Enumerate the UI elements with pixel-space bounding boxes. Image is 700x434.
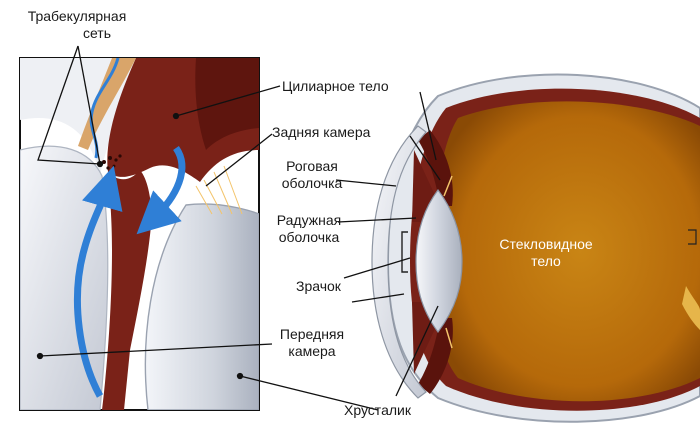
leader-anterior-left (39, 343, 273, 357)
label-trabecular-line2: сеть (82, 25, 112, 41)
leader-ciliary-right (419, 91, 437, 161)
label-anterior-line1: Передняя (279, 326, 345, 342)
label-iris-line2: оболочка (278, 229, 340, 245)
optic-nerve (682, 286, 700, 330)
label-ciliary-body: Цилиарное тело (282, 78, 389, 94)
leader-pupil (343, 257, 411, 279)
leader-dot-trabecular (96, 160, 104, 168)
whole-eye-illustration (371, 73, 700, 423)
label-iris: Радужная оболочка (264, 212, 354, 246)
label-cornea-line2: оболочка (281, 175, 343, 191)
label-trabecular-meshwork: Трабекулярная сеть (2, 8, 152, 42)
ciliary-body (418, 130, 453, 206)
label-vitreous-line2: тело (531, 253, 561, 269)
leader-lines (36, 45, 441, 411)
leader-cornea (335, 179, 397, 187)
label-anterior-line2: камера (288, 343, 336, 359)
label-anterior-chamber: Передняя камера (270, 326, 354, 360)
label-trabecular-line1: Трабекулярная (27, 8, 127, 24)
vitreous-body (434, 101, 700, 402)
leader-posterior-right (409, 135, 441, 181)
leader-lens-right (395, 305, 439, 397)
aqueous-flow-arrow-2 (136, 145, 186, 235)
ciliary-body-lower (418, 318, 453, 394)
pupil-bracket (401, 231, 408, 273)
leader-dot-ciliary-left (172, 112, 180, 120)
inset-ciliary-dark (195, 58, 259, 150)
leader-ciliary-left (175, 85, 281, 117)
leader-anterior-right (351, 293, 405, 303)
label-cornea: Роговая оболочка (272, 158, 352, 192)
retina-edge-marker (688, 229, 697, 245)
label-iris-line1: Радужная (276, 212, 342, 228)
inset-lens (144, 203, 259, 410)
lens-right (415, 188, 463, 334)
leader-trabecular-2 (77, 45, 101, 165)
cornea-right (371, 125, 427, 399)
label-lens: Хрусталик (344, 402, 411, 418)
label-vitreous-body: Стекловидное тело (486, 236, 606, 270)
aqueous-flow-arrow-1 (73, 165, 123, 398)
leader-trabecular (37, 45, 101, 165)
label-posterior-chamber: Задняя камера (272, 124, 371, 140)
leader-iris (337, 217, 417, 223)
zonule-fibers (443, 175, 453, 349)
leader-dot-anterior (36, 352, 44, 360)
leader-dot-lens (236, 372, 244, 380)
inset-cornea (20, 145, 109, 410)
label-vitreous-line1: Стекловидное (499, 236, 593, 252)
label-pupil: Зрачок (296, 278, 341, 294)
inset-zonule-fibers (195, 165, 243, 215)
leader-posterior-left (205, 133, 273, 187)
leader-lens-left (239, 375, 379, 411)
label-cornea-line1: Роговая (286, 158, 338, 174)
